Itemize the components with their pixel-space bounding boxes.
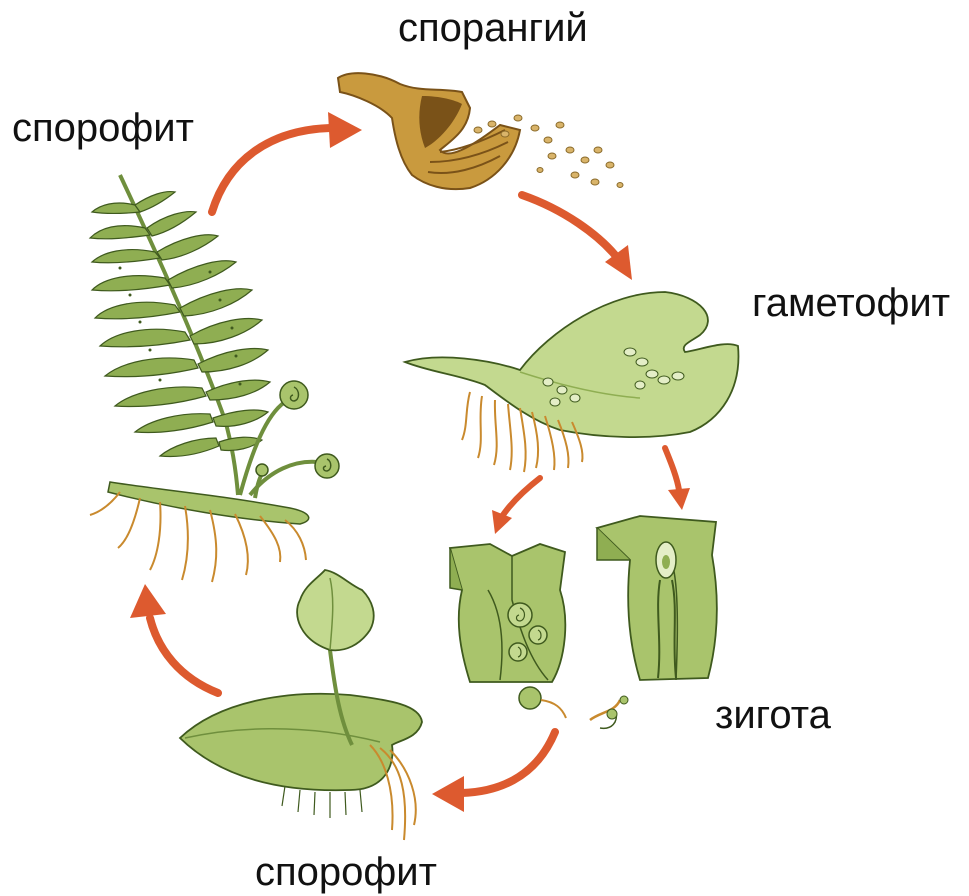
cycle-arrow-icon <box>432 732 555 812</box>
cycle-arrow-icon <box>522 195 632 280</box>
cycle-arrow-icon <box>212 112 362 212</box>
label-sporangium: спорангий <box>398 8 588 48</box>
archegonium-icon <box>597 516 717 680</box>
label-sporophyte-young: спорофит <box>255 852 437 892</box>
sporangium-icon <box>338 73 520 189</box>
zygote-icon <box>519 687 628 728</box>
label-zygote: зигота <box>715 695 831 735</box>
cycle-arrow-icon <box>665 448 690 510</box>
antheridium-icon <box>450 544 565 682</box>
label-gametophyte: гаметофит <box>752 283 950 323</box>
label-sporophyte-adult: спорофит <box>12 108 194 148</box>
young-sporophyte-icon <box>180 570 422 840</box>
cycle-arrow-icon <box>130 584 218 693</box>
fern-frond-icon <box>90 175 339 582</box>
gametophyte-prothallus-icon <box>405 292 738 472</box>
cycle-arrow-icon <box>492 478 540 534</box>
